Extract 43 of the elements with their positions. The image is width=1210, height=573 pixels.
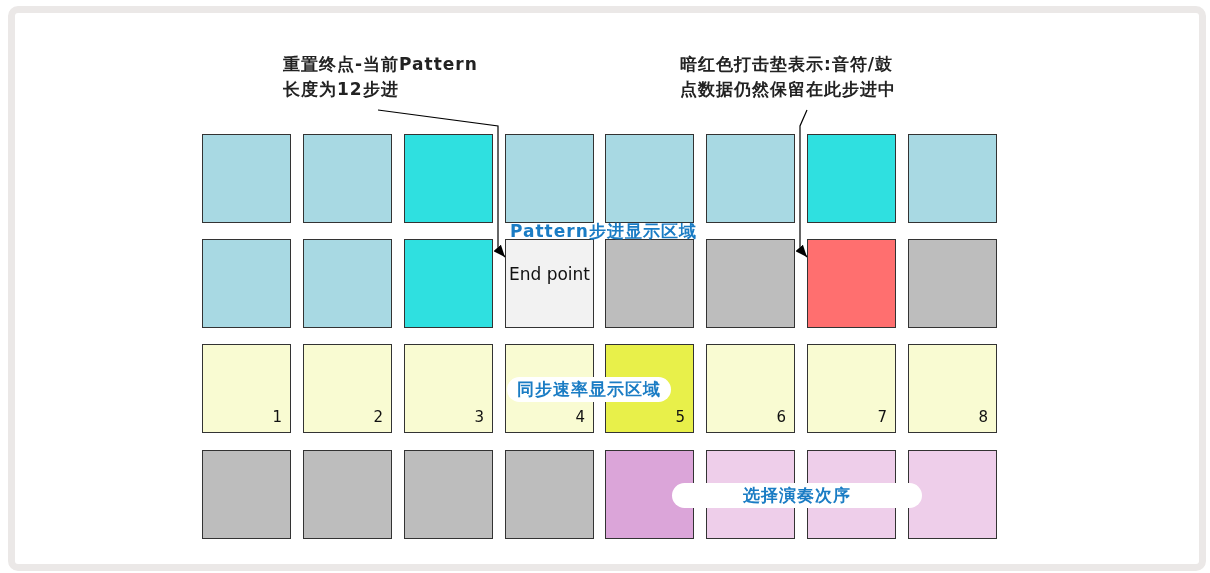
pad: [605, 134, 694, 223]
pad: [303, 344, 392, 433]
pad: [605, 239, 694, 328]
pad: [505, 239, 594, 328]
pad: [404, 450, 493, 539]
pad: [404, 239, 493, 328]
pad: [908, 134, 997, 223]
region-label: 同步速率显示区域: [507, 377, 671, 402]
step-number: 1: [272, 408, 282, 426]
pad: [303, 239, 392, 328]
pad: [807, 134, 896, 223]
pad: [505, 450, 594, 539]
pad: [505, 134, 594, 223]
region-label: 选择演奏次序: [672, 483, 922, 508]
step-number: 8: [978, 408, 988, 426]
callout-text: 暗红色打击垫表示:音符/鼓点数据仍然保留在此步进中: [680, 52, 906, 102]
pad: [908, 239, 997, 328]
pad: [706, 239, 795, 328]
pad: [908, 344, 997, 433]
pad: [404, 134, 493, 223]
pad: [807, 344, 896, 433]
pad: [404, 344, 493, 433]
step-number: 5: [675, 408, 685, 426]
pad: [303, 134, 392, 223]
pad: [908, 450, 997, 539]
pad: [303, 450, 392, 539]
step-number: 2: [373, 408, 383, 426]
step-number: 4: [575, 408, 585, 426]
pad: [202, 134, 291, 223]
step-number: 6: [776, 408, 786, 426]
step-number: 3: [474, 408, 484, 426]
pad-label: End point: [507, 263, 592, 286]
arrow: [795, 109, 808, 258]
pad: [706, 134, 795, 223]
step-number: 7: [877, 408, 887, 426]
pad: [807, 239, 896, 328]
pad: [202, 239, 291, 328]
pad: [202, 450, 291, 539]
arrow: [377, 109, 506, 258]
pad: [706, 344, 795, 433]
pad: [202, 344, 291, 433]
pad: [605, 450, 694, 539]
callout-text: 重置终点-当前Pattern 长度为12步进: [283, 52, 495, 102]
